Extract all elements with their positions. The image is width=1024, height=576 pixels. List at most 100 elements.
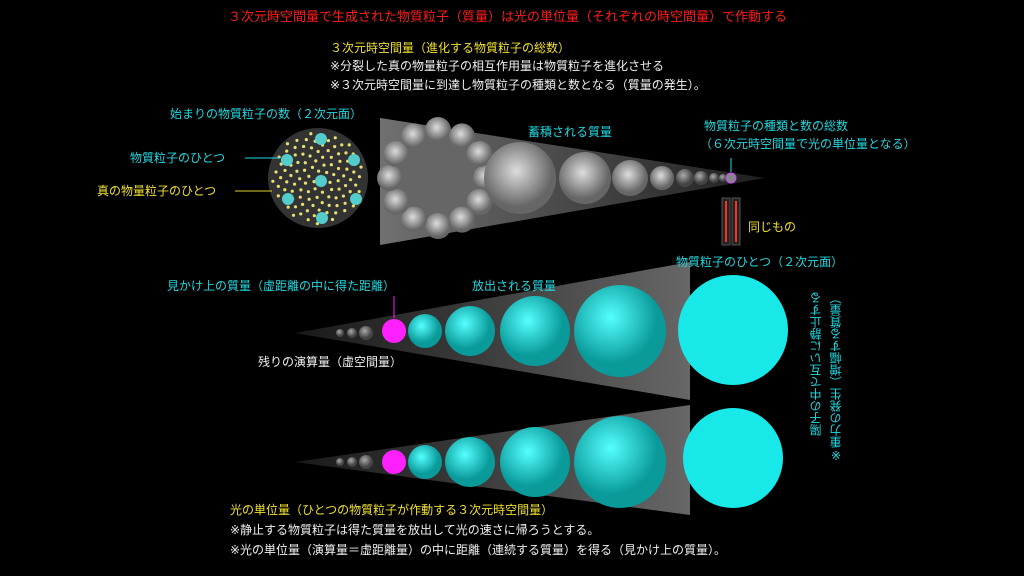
true-particle-dot: [349, 178, 353, 182]
intro-line-2: ※３次元時空間量に到達し物質粒子の種類と数となる（質量の発生）。: [330, 78, 706, 92]
true-particle-dot: [343, 183, 348, 188]
remaining-label: 残りの演算量（虚空間量）: [258, 355, 403, 369]
ring-particle: [466, 141, 493, 167]
footer-heading: 光の単位量（ひとつの物質粒子が作動する３次元時空間量）: [230, 503, 554, 517]
ring-of-particles: [377, 117, 499, 239]
ring-particle: [401, 206, 427, 233]
true-particle-dot: [279, 176, 283, 180]
true-particle-dot: [327, 203, 331, 207]
true-particle-dot: [295, 169, 299, 173]
true-particle-dot: [321, 155, 325, 159]
vertical-label-2: ※重力の発生（増幅する質量）: [829, 292, 843, 462]
true-particle-dot: [322, 163, 326, 167]
true-particle-dot: [329, 163, 333, 167]
ring-particle: [425, 117, 451, 143]
true-particle-dot: [285, 149, 289, 153]
true-particle-dot: [315, 195, 319, 199]
true-particle-dot: [299, 188, 303, 192]
total-label-2: （６次元時空間量で光の単位量となる）: [700, 137, 916, 151]
true-particle-label: 真の物量粒子のひとつ: [97, 184, 217, 198]
true-particle-dot: [320, 201, 324, 205]
true-particle-dot: [289, 173, 293, 178]
true-particle-dot: [338, 159, 342, 163]
vertical-label-1: 陽子の中で互いに静止する: [809, 292, 823, 436]
true-particle-dot: [325, 170, 329, 175]
true-particle-dot: [295, 138, 299, 143]
true-particle-dot: [334, 211, 338, 215]
true-particle-dot: [307, 174, 311, 178]
ring-particle: [449, 123, 475, 150]
accumulated-label: 蓄積される質量: [528, 125, 613, 139]
ring-particle: [449, 206, 475, 233]
true-particle-dot: [326, 148, 330, 153]
true-particle-dot: [320, 190, 325, 194]
true-particle-dot: [348, 190, 352, 194]
true-particle-dot: [333, 145, 337, 149]
true-particle-dot: [328, 180, 332, 184]
true-particle-dot: [304, 138, 308, 142]
true-particle-dot: [340, 143, 344, 147]
true-particle-dot: [330, 187, 334, 192]
true-particle-dot: [302, 144, 306, 149]
true-particle-dot: [299, 212, 303, 216]
true-particle-dot: [342, 174, 346, 178]
true-particle-dot: [330, 217, 335, 222]
true-particle-dot: [333, 136, 337, 140]
total-label-1: 物質粒子の種類と数の総数: [704, 119, 849, 133]
true-particle-dot: [285, 142, 290, 146]
true-particle-dot: [352, 170, 356, 174]
true-particle-dot: [296, 160, 300, 165]
true-particle-dot: [343, 201, 347, 205]
true-particle-dot: [312, 180, 316, 184]
true-particle-dot: [357, 189, 361, 194]
true-particle-dot: [325, 211, 329, 215]
ring-particle: [377, 165, 403, 191]
accumulated-particles: [484, 142, 674, 214]
true-particle-dot: [351, 204, 355, 208]
true-particle-dot: [298, 195, 302, 199]
true-particle-dot: [306, 190, 310, 194]
true-particle-dot: [335, 204, 339, 208]
true-particle-dot: [316, 149, 320, 154]
true-particle-dot: [357, 175, 362, 179]
true-particle-dot: [315, 222, 319, 226]
total-particle: [725, 172, 737, 184]
ring-particle: [401, 123, 427, 150]
intro-heading: ３次元時空間量（進化する物質粒子の総数）: [330, 41, 571, 55]
true-particle-dot: [293, 145, 297, 150]
true-particle-dot: [344, 151, 348, 155]
ring-particle: [425, 213, 451, 239]
true-particle-dot: [336, 179, 340, 183]
true-particle-dot: [336, 166, 341, 171]
start-label: 始まりの物質粒子の数（２次元面）: [170, 107, 363, 121]
true-particle-dot: [336, 152, 341, 156]
true-particle-dot: [317, 208, 321, 212]
true-particle-dot: [285, 180, 289, 184]
same-label: 同じもの: [748, 220, 797, 234]
cone-2-particles: [336, 408, 783, 508]
true-particle-dot: [301, 152, 305, 156]
true-particle-dot: [291, 213, 296, 217]
apparent-mass-label: 見かけ上の質量（虚距離の中に得た距離）: [167, 279, 396, 293]
start-disk: [268, 128, 368, 228]
true-particle-dot: [276, 184, 280, 188]
emitted-label: 放出される質量: [472, 279, 557, 293]
true-particle-dot: [313, 187, 317, 191]
intro-line-1: ※分裂した真の物量粒子の相互作用量は物質粒子を進化させる: [330, 59, 665, 73]
true-particle-dot: [309, 132, 313, 136]
shrinking-particles: [676, 169, 727, 187]
true-particle-dot: [292, 182, 297, 186]
true-particle-dot: [283, 188, 287, 192]
true-particle-dot: [293, 205, 298, 209]
true-particle-dot: [347, 143, 351, 147]
true-particle-dot: [327, 195, 331, 199]
true-particle-dot: [279, 162, 283, 166]
true-particle-dot: [305, 209, 309, 213]
main-title: ３次元時空間量で生成された物質粒子（質量）は光の単位量（それぞれの時空間量）で作…: [228, 10, 788, 25]
true-particle-dot: [293, 153, 297, 157]
true-particle-dot: [309, 146, 314, 150]
single-particle-label: 物質粒子のひとつ（２次元面）: [676, 255, 844, 269]
true-particle-dot: [345, 167, 349, 171]
true-particle-dot: [290, 189, 294, 193]
